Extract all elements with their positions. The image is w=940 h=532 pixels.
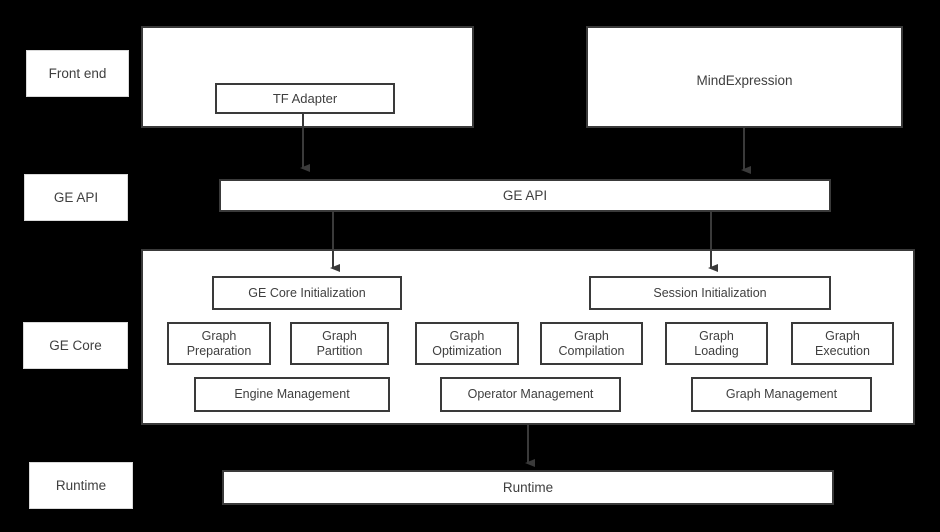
ge-core-initialization-label: GE Core Initialization (248, 285, 366, 300)
stage-graph-partition-label: Graph Partition (316, 328, 363, 358)
operator-management-box[interactable]: Operator Management (440, 377, 621, 412)
runtime-bar-label: Runtime (502, 479, 554, 495)
layer-label-ge-api: GE API (24, 174, 128, 221)
operator-management-label: Operator Management (467, 387, 594, 402)
stage-graph-compilation[interactable]: Graph Compilation (540, 322, 643, 365)
layer-label-ge-core: GE Core (23, 322, 128, 369)
stage-graph-optimization-label: Graph Optimization (432, 328, 502, 358)
stage-graph-compilation-label: Graph Compilation (558, 328, 625, 358)
ge-api-bar[interactable]: GE API (219, 179, 831, 212)
stage-graph-preparation-label: Graph Preparation (186, 328, 252, 358)
graph-management-box[interactable]: Graph Management (691, 377, 872, 412)
ge-core-initialization-box[interactable]: GE Core Initialization (212, 276, 402, 310)
ge-api-bar-label: GE API (502, 187, 548, 203)
stage-graph-loading-label: Graph Loading (694, 328, 739, 358)
engine-management-box[interactable]: Engine Management (194, 377, 390, 412)
session-initialization-box[interactable]: Session Initialization (589, 276, 831, 310)
tf-adapter-box[interactable]: TF Adapter (215, 83, 395, 114)
layer-label-front-end: Front end (26, 50, 129, 97)
tensorflow-panel: Tensorflow TF Adapter (141, 26, 474, 128)
stage-graph-preparation[interactable]: Graph Preparation (167, 322, 271, 365)
stage-graph-execution[interactable]: Graph Execution (791, 322, 894, 365)
runtime-bar[interactable]: Runtime (222, 470, 834, 505)
mindexpression-panel: MindExpression (586, 26, 903, 128)
stage-graph-partition[interactable]: Graph Partition (290, 322, 389, 365)
stage-graph-loading[interactable]: Graph Loading (665, 322, 768, 365)
layer-label-runtime-text: Runtime (55, 477, 107, 493)
layer-label-ge-api-text: GE API (53, 189, 99, 205)
engine-management-label: Engine Management (234, 387, 350, 402)
mindexpression-title: MindExpression (696, 73, 793, 88)
tf-adapter-label: TF Adapter (272, 90, 338, 106)
layer-label-ge-core-text: GE Core (49, 337, 102, 353)
graph-management-label: Graph Management (725, 387, 838, 402)
stage-graph-optimization[interactable]: Graph Optimization (415, 322, 519, 365)
stage-graph-execution-label: Graph Execution (815, 328, 870, 358)
session-initialization-label: Session Initialization (653, 285, 767, 300)
layer-label-front-end-text: Front end (48, 65, 107, 81)
ge-core-panel: GE Core Initialization Session Initializ… (141, 249, 915, 425)
layer-label-runtime: Runtime (29, 462, 133, 509)
